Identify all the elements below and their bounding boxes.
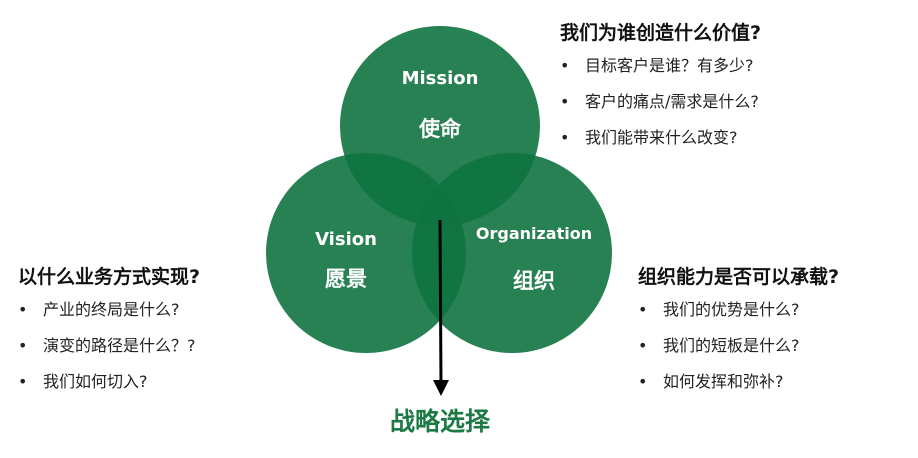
vision-label-zh: 愿景 xyxy=(325,267,367,291)
mission-label-en: Mission xyxy=(401,68,479,89)
item-text: 目标客户是谁？有多少? xyxy=(585,56,754,75)
mission-questions: 我们为谁创造什么价值? •目标客户是谁？有多少? •客户的痛点/需求是什么? •… xyxy=(560,18,761,163)
arrow-shaft xyxy=(438,219,443,386)
organization-circle xyxy=(412,153,612,353)
vision-circle xyxy=(266,153,466,353)
organization-questions: 组织能力是否可以承载? •我们的优势是什么? •我们的短板是什么? •如何发挥和… xyxy=(638,262,839,407)
mission-heading: 我们为谁创造什么价值? xyxy=(560,22,762,44)
list-item: •如何发挥和弥补? xyxy=(638,372,784,391)
item-text: 如何发挥和弥补? xyxy=(663,372,784,391)
vision-questions: 以什么业务方式实现? •产业的终局是什么? •演变的路径是什么？? •我们如何切… xyxy=(18,262,200,407)
arrow-head-icon xyxy=(433,380,449,396)
list-item: •我们的优势是什么? xyxy=(638,300,800,319)
strategy-choice-label: 战略选择 xyxy=(389,407,491,436)
list-item: •我们能带来什么改变? xyxy=(560,128,738,147)
list-item: •目标客户是谁？有多少? xyxy=(560,56,754,75)
list-item: •产业的终局是什么? xyxy=(18,300,180,319)
item-text: 我们的优势是什么? xyxy=(663,300,800,319)
organization-label-zh: 组织 xyxy=(513,269,555,293)
list-item: •我们的短板是什么? xyxy=(638,336,800,355)
mission-label-zh: 使命 xyxy=(419,117,461,141)
item-text: 客户的痛点/需求是什么? xyxy=(585,92,759,111)
vision-label-en: Vision xyxy=(315,229,377,250)
vision-heading: 以什么业务方式实现? xyxy=(18,266,201,288)
list-item: •我们如何切入? xyxy=(18,372,148,391)
list-item: •演变的路径是什么？? xyxy=(18,336,196,355)
item-text: 我们的短板是什么? xyxy=(663,336,800,355)
item-text: 我们如何切入? xyxy=(43,372,148,391)
list-item: •客户的痛点/需求是什么? xyxy=(560,92,759,111)
organization-heading: 组织能力是否可以承载? xyxy=(638,266,840,288)
organization-label-en: Organization xyxy=(475,224,593,243)
item-text: 我们能带来什么改变? xyxy=(585,128,738,147)
item-text: 产业的终局是什么? xyxy=(43,300,180,319)
item-text: 演变的路径是什么？? xyxy=(43,336,196,355)
